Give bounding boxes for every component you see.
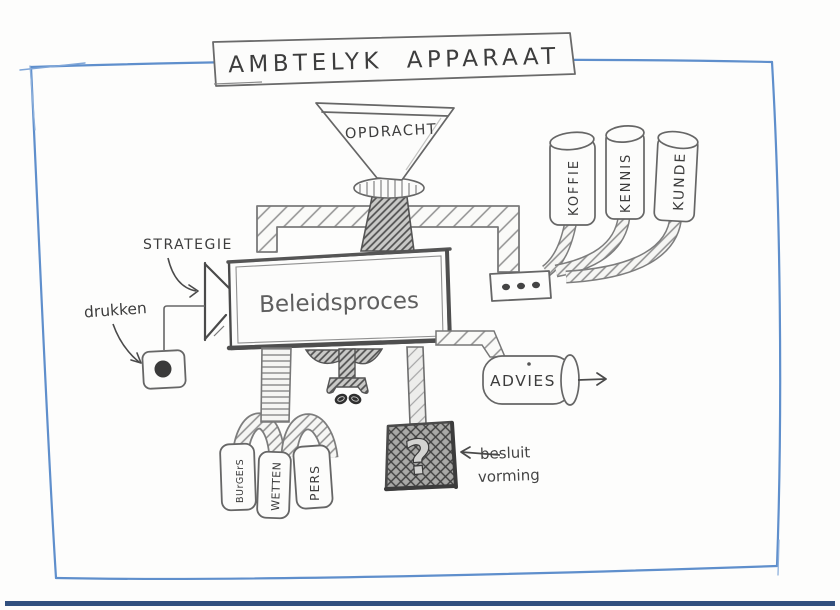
strategie-label: STRATEGIE [143, 237, 233, 253]
besluit-label-line1: besluit [480, 443, 531, 463]
strategie-annotation: STRATEGIE [143, 237, 233, 298]
funnel-collar-ribs [359, 180, 417, 197]
decision-box: ? [384, 420, 458, 492]
title-box-double-stroke [213, 81, 263, 85]
cylinder-kunde: KUNDE [653, 130, 699, 223]
valve-wheel [334, 393, 348, 405]
button-wire [163, 305, 205, 350]
push-button [141, 305, 205, 390]
connector-dot [502, 283, 510, 291]
funnel-inner-line [321, 111, 449, 117]
title-box: AMBTELYK APPARAAT [212, 32, 576, 87]
funnel-collar [353, 177, 425, 199]
drukken-arrow-line [112, 323, 140, 363]
besluit-annotation: besluit vorming [460, 443, 540, 486]
cylinder-kennis-label: KENNIS [619, 153, 634, 213]
arrow-right-line [577, 378, 607, 381]
canister-pers-label: PERS [307, 465, 322, 501]
question-mark: ? [403, 429, 436, 487]
drukken-label: drukken [83, 299, 147, 321]
canister-burgers: BUrGErS [219, 442, 257, 512]
decision-pipe [406, 346, 427, 425]
funnel-label: OPDRACHT [345, 122, 438, 143]
advies-dot [527, 362, 531, 366]
blue-border [19, 58, 782, 581]
canister-burgers-label: BUrGErS [235, 459, 246, 503]
cylinder-kennis: KENNIS [605, 125, 645, 220]
cylinder-koffie-label: KOFFIE [567, 159, 582, 216]
arrow-right-icon [188, 284, 199, 298]
button-dot [154, 360, 172, 378]
resource-hoses [541, 214, 683, 284]
valve-wheel [348, 393, 362, 405]
intake-pipe [260, 347, 292, 423]
besluit-label-line2: vorming [478, 466, 540, 486]
strategie-arrow-line [167, 257, 197, 292]
connector-block [489, 270, 552, 302]
connector-dot [532, 281, 540, 289]
arrow-down-right-icon [130, 352, 142, 364]
scan-edge-line [5, 601, 835, 606]
supply-pipe [256, 205, 520, 273]
advies-label: ADVIES [490, 372, 556, 390]
cylinder-koffie: KOFFIE [549, 131, 596, 226]
canister-wetten-label: WETTEN [269, 461, 284, 511]
canister-pers: PERS [292, 444, 334, 510]
canister-wetten: WETTEN [256, 450, 292, 520]
arrow-left-icon [460, 446, 471, 459]
strategy-nozzle [203, 261, 231, 342]
valve-mechanism [304, 348, 384, 405]
funnel-cone [315, 102, 455, 181]
machine-box-label: Beleidsproces [259, 288, 419, 318]
machine-box: Beleidsproces [226, 247, 454, 351]
drukken-annotation: drukken [83, 299, 147, 364]
border-double-stroke [29, 65, 36, 131]
funnel: OPDRACHT [315, 102, 455, 252]
funnel-shading [405, 117, 442, 171]
advies-elbow-pipe [435, 330, 507, 358]
arrow-left-line [460, 451, 501, 456]
advies-outlet: ADVIES [435, 330, 607, 406]
advies-end-ellipse [560, 354, 580, 406]
arrow-right-icon [596, 372, 607, 386]
connector-dot [517, 282, 525, 290]
cylinder-kunde-label: KUNDE [671, 151, 689, 211]
